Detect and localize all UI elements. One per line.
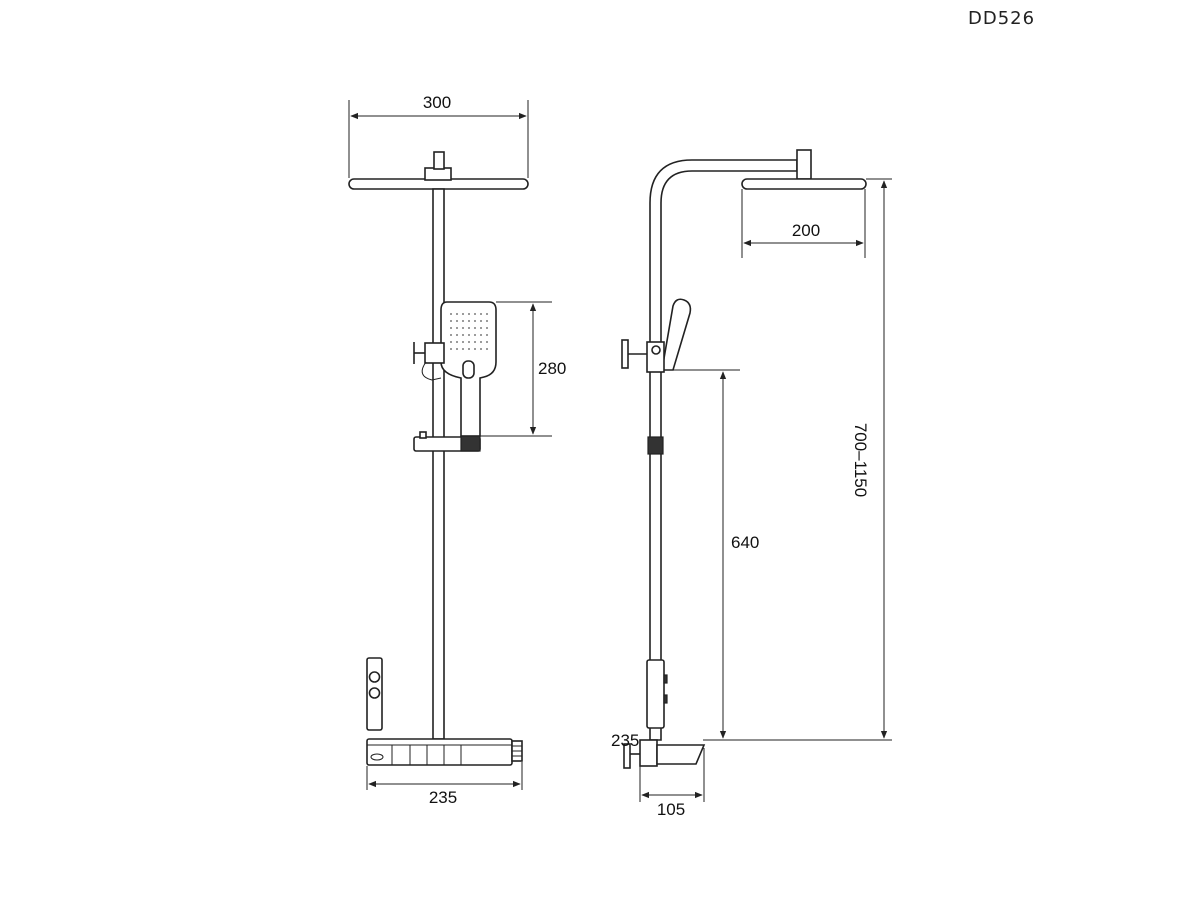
dim-head-width: 300 [348, 93, 529, 178]
slider-bracket [413, 431, 481, 452]
hand-shower [440, 301, 497, 437]
side-shower-head [741, 149, 867, 190]
side-diverter [621, 339, 665, 373]
dim-head-depth-label: 200 [792, 221, 820, 240]
overhead-shower-head [348, 151, 529, 190]
side-lower-riser [646, 659, 668, 729]
dim-base-side-label: 235 [611, 731, 639, 750]
dim-base-width-label: 235 [429, 788, 457, 807]
dim-base-depth-label: 105 [657, 800, 685, 819]
dim-handshower-height: 280 [480, 301, 566, 437]
dim-slider-height: 640 [664, 369, 759, 739]
side-slider [647, 436, 664, 455]
dim-head-width-label: 300 [423, 93, 451, 112]
side-view: 200 700–1150 640 [611, 149, 892, 819]
side-shelf [623, 739, 706, 769]
dim-head-depth: 200 [741, 189, 866, 258]
dim-slider-height-label: 640 [731, 533, 759, 552]
model-code: DD526 [968, 8, 1036, 29]
side-hand-shower [661, 298, 692, 371]
front-view: 300 [348, 93, 566, 807]
dim-base-depth: 105 [639, 748, 705, 819]
dim-total-height-label: 700–1150 [851, 423, 870, 497]
dim-total-height: 700–1150 [703, 178, 892, 741]
dim-base-width: 235 [366, 762, 523, 807]
diverter-valve [413, 342, 445, 381]
control-panel [366, 657, 383, 731]
dim-handshower-height-label: 280 [538, 359, 566, 378]
thermostatic-shelf [366, 738, 523, 766]
riser-pipe [432, 188, 445, 740]
